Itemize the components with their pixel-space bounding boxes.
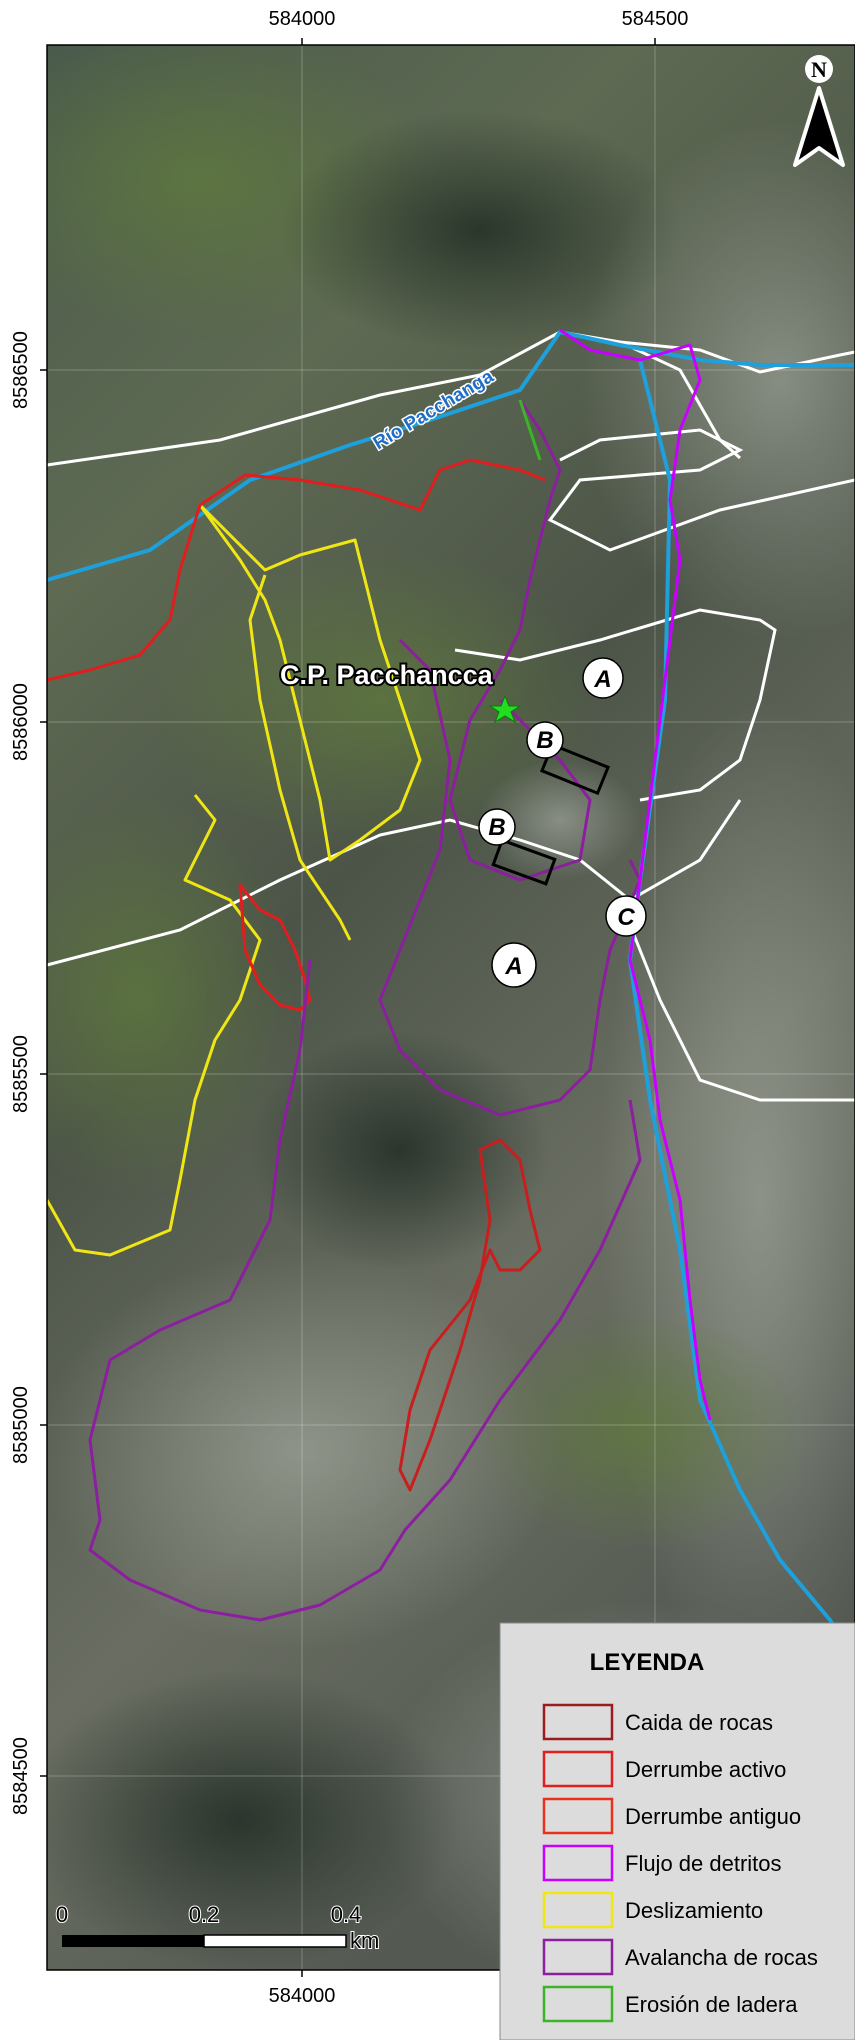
road-hairpin (454, 608, 777, 802)
legend-label: Derrumbe antiguo (625, 1804, 801, 1829)
legend-label: Deslizamiento (625, 1898, 763, 1923)
x-axis-top (301, 38, 656, 45)
scale-unit: km (350, 1928, 379, 1953)
legend-label: Erosión de ladera (625, 1992, 798, 2017)
map-frame (46, 44, 855, 1971)
legend-swatch (542, 1985, 614, 2023)
legend-swatch (542, 1891, 614, 1929)
zone-marker-c: C (605, 895, 647, 937)
town-label: C.P. Pacchancca (280, 660, 494, 690)
legend-swatch (542, 1844, 614, 1882)
town-star-icon (488, 694, 522, 724)
rock-avalanche-polygon-east (448, 399, 592, 882)
rockfall-polygon-north (46, 458, 546, 682)
hazard-polygons (45, 328, 712, 1622)
y-tick-8585500: 8585500 (10, 1035, 32, 1113)
zone-marker-b-lower: B (478, 808, 516, 846)
svg-text:A: A (593, 666, 611, 693)
x-tick-bottom-584000: 584000 (269, 1985, 336, 2007)
scale-segment-black (62, 1935, 204, 1947)
road-lower (618, 899, 855, 1102)
legend-item: Derrumbe activo (542, 1750, 786, 1788)
slope-erosion-line (518, 399, 542, 461)
svg-text:B: B (536, 727, 553, 754)
rockfall-polygon-west (238, 883, 312, 1012)
y-tick-8585000: 8585000 (10, 1386, 32, 1464)
zone-marker-a-lower: A (491, 942, 537, 988)
legend-item: Derrumbe antiguo (542, 1797, 801, 1835)
scale-label-0-4: 0.4 (331, 1902, 362, 1927)
legend-swatch (542, 1797, 614, 1835)
legend-item: Caida de rocas (542, 1703, 773, 1741)
rockfall-polygon-south (398, 1138, 542, 1492)
debris-flow-path (559, 328, 712, 1421)
legend-swatch (542, 1750, 614, 1788)
legend-item: Deslizamiento (542, 1891, 763, 1929)
legend-label: Caida de rocas (625, 1710, 773, 1735)
scale-label-0: 0 (56, 1902, 68, 1927)
legend-item: Flujo de detritos (542, 1844, 782, 1882)
landslide-polygon-southwest (45, 794, 262, 1257)
legend-item: Erosión de ladera (542, 1985, 798, 2023)
scale-bar: 0 0.2 0.4 km (55, 1901, 380, 1954)
x-tick-top-584000: 584000 (269, 8, 336, 30)
svg-text:B: B (488, 814, 505, 841)
y-tick-8586500: 8586500 (10, 331, 32, 409)
town-marker: C.P. Pacchancca (278, 658, 522, 724)
scale-segment-white (203, 1934, 347, 1948)
north-label: N (811, 57, 827, 82)
b-zone-box-lower (491, 838, 557, 886)
y-tick-8586000: 8586000 (10, 683, 32, 761)
road-switchback-loop (547, 428, 855, 552)
scale-label-0-2: 0.2 (189, 1902, 220, 1927)
satellite-basemap (47, 45, 855, 1970)
legend-box (499, 1622, 855, 2040)
landslide-polygon-mid (248, 574, 352, 941)
y-tick-8584500: 8584500 (10, 1737, 32, 1815)
legend-item: Avalancha de rocas (542, 1938, 818, 1976)
river-upper (46, 329, 855, 582)
road-switchback-east (619, 340, 855, 374)
zone-marker-a-upper: A (582, 657, 624, 699)
svg-text:C: C (617, 904, 635, 931)
rock-avalanche-polygon-central (378, 638, 642, 1117)
rock-avalanche-polygon-southwest (88, 959, 642, 1622)
legend-swatch (542, 1703, 614, 1741)
north-arrow-badge (805, 55, 833, 83)
y-axis-left (40, 369, 47, 1777)
legend-label: Flujo de detritos (625, 1851, 782, 1876)
north-arrow: N (793, 55, 845, 167)
legend-label: Avalancha de rocas (625, 1945, 818, 1970)
svg-text:A: A (504, 953, 522, 980)
legend-label: Derrumbe activo (625, 1757, 786, 1782)
legend-swatch (542, 1938, 614, 1976)
north-arrow-icon (793, 86, 845, 167)
zone-marker-b-upper: B (526, 721, 564, 759)
landslide-polygon-west (198, 503, 422, 862)
x-tick-top-584500: 584500 (622, 8, 689, 30)
legend-title: LEYENDA (590, 1649, 705, 1676)
